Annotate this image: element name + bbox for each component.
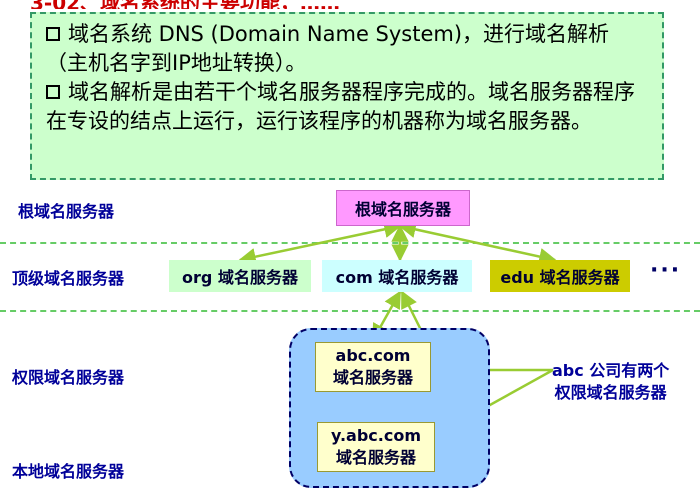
square-bullet-icon bbox=[46, 85, 60, 99]
arrow-root-org bbox=[238, 220, 402, 266]
bullet-text-2: 域名解析是由若干个域名服务器程序完成的。域名服务器程序在专设的结点上运行，运行该… bbox=[46, 80, 635, 133]
abc-com-server-node: abc.com 域名服务器 bbox=[315, 342, 431, 392]
arrow-root-edu bbox=[398, 220, 557, 266]
level-label-authoritative: 权限域名服务器 bbox=[12, 368, 125, 387]
root-server-node: 根域名服务器 bbox=[336, 190, 470, 226]
bullet-text-1: 域名系统 DNS (Domain Name System)，进行域名解析（主机名… bbox=[46, 22, 610, 75]
description-box: 域名系统 DNS (Domain Name System)，进行域名解析（主机名… bbox=[30, 12, 664, 180]
y-abc-com-label: 域名服务器 bbox=[335, 448, 416, 467]
level-label-local: 本地域名服务器 bbox=[12, 462, 125, 481]
abc-note: abc 公司有两个 权限域名服务器 bbox=[552, 360, 669, 404]
abc-com-domain: abc.com bbox=[335, 346, 411, 365]
abc-note-line2: 权限域名服务器 bbox=[554, 383, 667, 402]
level-divider bbox=[0, 310, 700, 312]
y-abc-com-server-node: y.abc.com 域名服务器 bbox=[317, 422, 435, 472]
level-label-top: 顶级域名服务器 bbox=[12, 269, 125, 288]
abc-note-line1: abc 公司有两个 bbox=[552, 361, 670, 380]
bullet-paragraph-2: 域名解析是由若干个域名服务器程序完成的。域名服务器程序在专设的结点上运行，运行该… bbox=[46, 78, 648, 136]
com-server-node: com 域名服务器 bbox=[322, 260, 472, 292]
partial-slide-title: 3-02、域名系统的主要功能，…… bbox=[30, 0, 490, 9]
y-abc-com-domain: y.abc.com bbox=[331, 426, 421, 445]
abc-com-label: 域名服务器 bbox=[332, 368, 413, 387]
org-server-node: org 域名服务器 bbox=[169, 260, 311, 292]
square-bullet-icon bbox=[46, 27, 60, 41]
more-servers-ellipsis: ··· bbox=[650, 258, 682, 283]
level-label-root: 根域名服务器 bbox=[18, 202, 115, 221]
edu-server-node: edu 域名服务器 bbox=[490, 260, 630, 292]
bullet-paragraph-1: 域名系统 DNS (Domain Name System)，进行域名解析（主机名… bbox=[46, 20, 648, 78]
